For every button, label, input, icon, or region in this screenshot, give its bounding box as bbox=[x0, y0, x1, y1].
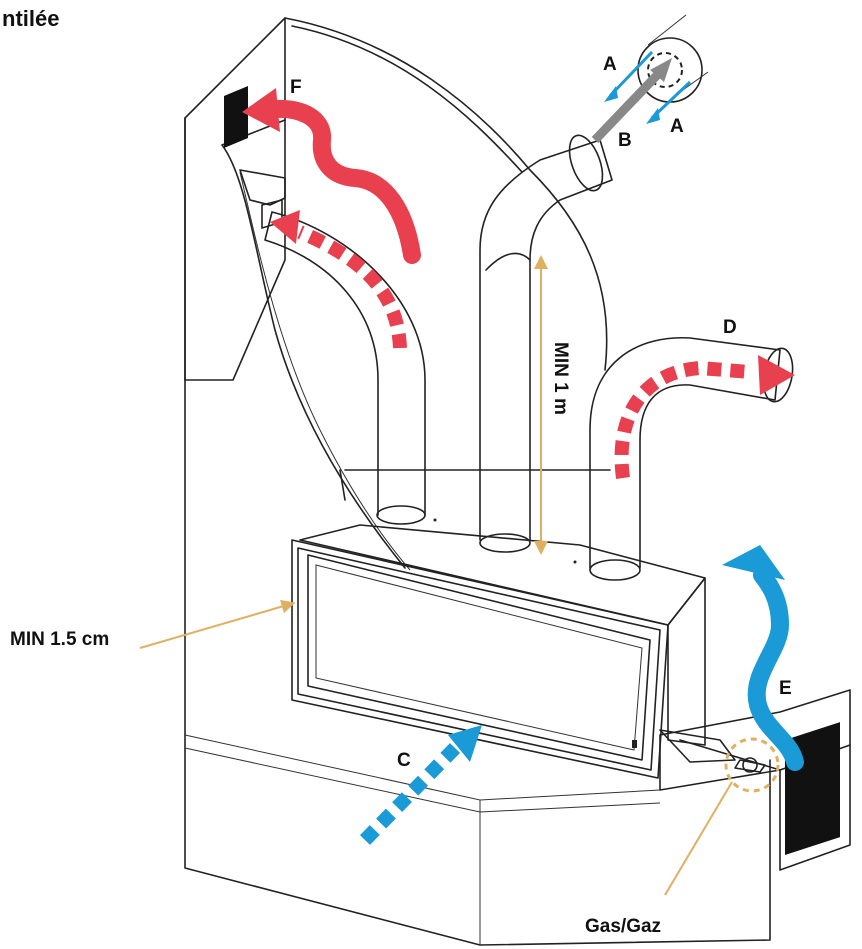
cool-air-flow-e bbox=[747, 566, 804, 771]
hot-air-flow-d-head bbox=[758, 355, 795, 395]
label-min-clearance: MIN 1.5 cm bbox=[10, 629, 109, 650]
hot-air-flow-d bbox=[614, 360, 751, 479]
cool-air-flow-c-head bbox=[448, 725, 482, 762]
fireplace-unit bbox=[291, 518, 736, 779]
label-a-top: A bbox=[603, 54, 617, 75]
label-a-bottom: A bbox=[670, 116, 684, 137]
control-indicator bbox=[632, 740, 637, 748]
gas-leader bbox=[664, 781, 733, 896]
min-clearance-leader bbox=[139, 599, 296, 649]
intake-flow-a-upper bbox=[608, 50, 654, 98]
label-c: C bbox=[397, 750, 411, 771]
cool-air-flow-e-head bbox=[722, 545, 785, 580]
title-fragment: ntilée bbox=[2, 6, 59, 31]
label-f: F bbox=[290, 77, 302, 98]
gas-connection bbox=[724, 737, 780, 793]
exhaust-flow-b bbox=[591, 66, 666, 144]
vent-opening-f bbox=[224, 86, 248, 148]
enclosure-walls bbox=[184, 17, 771, 946]
vent-pipes bbox=[264, 134, 794, 581]
label-e: E bbox=[779, 678, 792, 699]
label-min-height: MIN 1 m bbox=[550, 342, 571, 415]
hot-air-flow-inner-head bbox=[270, 210, 300, 244]
hot-air-flow-f-head bbox=[242, 88, 280, 132]
label-d: D bbox=[723, 317, 737, 338]
hot-air-flow-f bbox=[256, 100, 421, 264]
gas-connection-highlight bbox=[724, 737, 780, 793]
termination-detail bbox=[591, 14, 709, 144]
hot-air-flow-inner bbox=[297, 225, 407, 349]
label-b: B bbox=[618, 130, 632, 151]
label-gas: Gas/Gaz bbox=[585, 916, 661, 937]
